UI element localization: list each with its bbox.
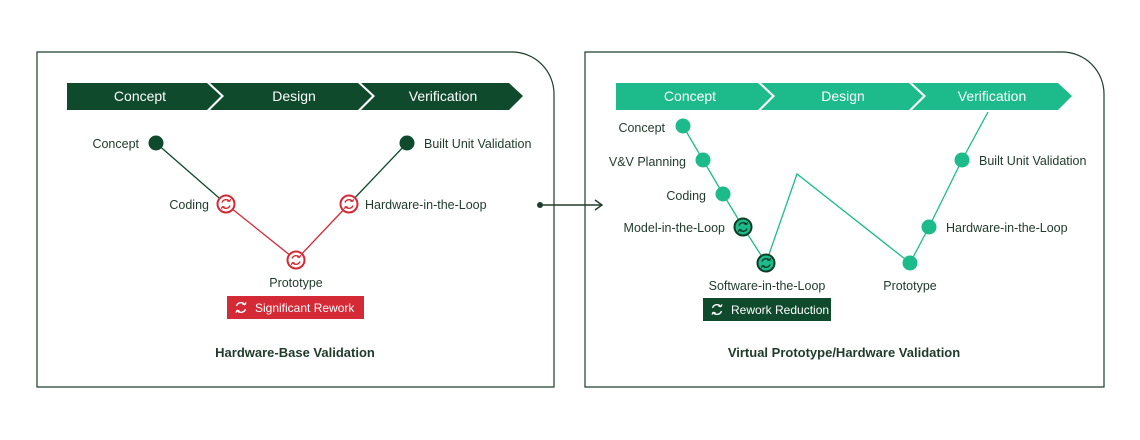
right-label-concept: Concept	[618, 121, 665, 135]
right-phase-concept-label: Concept	[664, 88, 716, 104]
left-label-coding: Coding	[169, 198, 209, 212]
right-label-hil: Hardware-in-the-Loop	[946, 221, 1068, 235]
left-panel: Concept Design Verification Concept Codi…	[36, 51, 555, 388]
right-phase-bar: Concept Design Verification	[616, 82, 1072, 111]
left-phase-concept-label: Concept	[114, 88, 166, 104]
right-label-built-unit: Built Unit Validation	[979, 154, 1087, 168]
left-panel-frame	[36, 51, 555, 388]
left-phase-concept	[67, 83, 221, 110]
right-phase-design	[760, 83, 923, 110]
left-v-path	[155, 142, 408, 261]
right-node-concept	[675, 118, 691, 134]
right-label-vv-planning: V&V Planning	[609, 155, 686, 169]
right-phase-verification-label: Verification	[958, 88, 1026, 104]
left-node-coding-icon	[216, 194, 236, 214]
right-label-coding: Coding	[666, 189, 706, 203]
right-node-hil	[921, 219, 937, 235]
left-label-concept: Concept	[92, 137, 139, 151]
right-phase-design-label: Design	[821, 88, 865, 104]
left-label-built-unit: Built Unit Validation	[424, 137, 532, 151]
right-label-mil: Model-in-the-Loop	[624, 221, 725, 235]
significant-rework-badge: Significant Rework	[227, 296, 364, 319]
right-node-sil-icon	[756, 253, 776, 273]
left-caption: Hardware-Base Validation	[215, 345, 375, 360]
left-phase-design	[209, 83, 372, 110]
left-label-prototype: Prototype	[269, 276, 323, 290]
right-node-vv-planning	[695, 152, 711, 168]
right-node-mil-icon	[733, 217, 753, 237]
left-phase-verification-label: Verification	[409, 88, 477, 104]
left-label-hil: Hardware-in-the-Loop	[365, 198, 487, 212]
right-panel-frame	[584, 51, 1105, 388]
rework-reduction-label: Rework Reduction	[731, 303, 829, 317]
right-label-prototype: Prototype	[883, 279, 937, 293]
right-phase-concept	[616, 83, 772, 110]
left-node-prototype-icon	[286, 250, 306, 270]
significant-rework-label: Significant Rework	[255, 301, 355, 315]
left-node-built-unit	[399, 135, 415, 151]
right-node-built-unit	[954, 152, 970, 168]
right-v-path	[682, 111, 989, 265]
right-label-sil: Software-in-the-Loop	[709, 279, 826, 293]
left-phase-bar: Concept Design Verification	[67, 82, 523, 111]
right-panel: Concept Design Verification Concept V&V …	[584, 51, 1105, 388]
left-phase-design-label: Design	[272, 88, 316, 104]
right-node-coding	[715, 186, 731, 202]
left-phase-verification	[360, 83, 523, 110]
right-caption: Virtual Prototype/Hardware Validation	[728, 345, 960, 360]
arrow-right-icon	[537, 199, 604, 211]
left-node-concept	[148, 135, 164, 151]
right-phase-verification	[911, 83, 1072, 110]
left-node-hil-icon	[339, 194, 359, 214]
right-node-prototype	[902, 255, 918, 271]
rework-reduction-badge: Rework Reduction	[703, 298, 831, 321]
